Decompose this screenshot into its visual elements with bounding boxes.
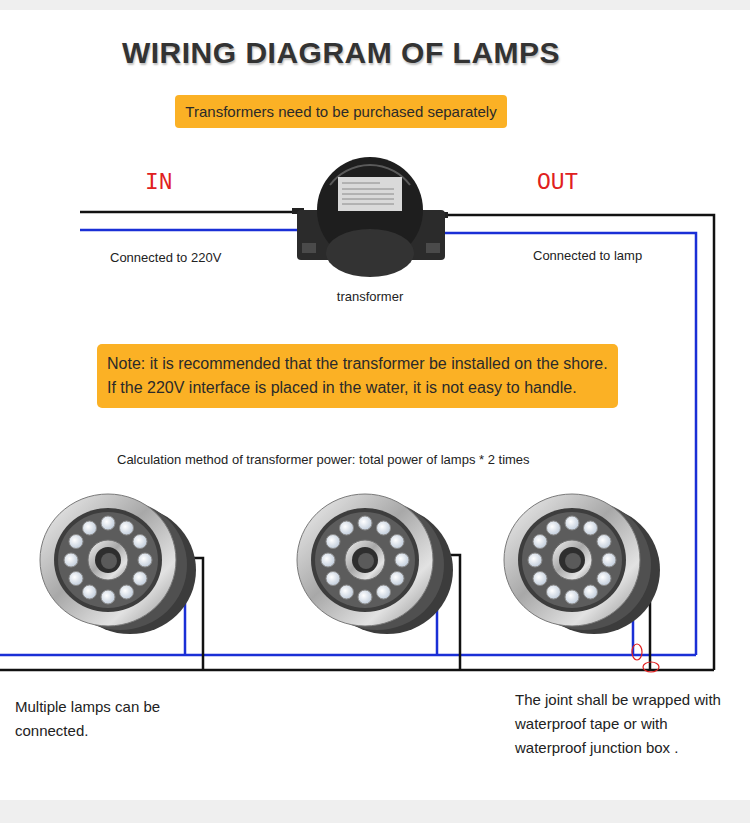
lamp-illustration [504, 494, 660, 634]
note-box: Note: it is recommended that the transfo… [97, 344, 618, 408]
housing-cylinder [326, 229, 414, 277]
plate-marking [342, 194, 394, 195]
panel-ground [0, 10, 750, 800]
note-text: Note: it is recommended that the transfo… [107, 352, 608, 400]
banner-text: Transformers need to be purchased separa… [185, 102, 496, 121]
wire-note: Connected to lamp [533, 248, 642, 263]
rating-plate [338, 177, 402, 211]
diagram-title: WIRING DIAGRAM OF LAMPS [0, 36, 682, 70]
input-label: IN [145, 170, 173, 196]
output-label: OUT [537, 170, 578, 196]
output-wire-black [445, 215, 714, 670]
input-wire-blue [80, 229, 300, 232]
transformer-device: transformer [290, 155, 450, 310]
bus-wire-blue [0, 654, 696, 657]
lamp-illustration [297, 494, 453, 634]
notice-banner: Transformers need to be purchased separa… [175, 95, 506, 128]
wires [0, 212, 714, 670]
mounting-slot [302, 243, 316, 253]
joint-note: The joint shall be wrapped with waterpro… [515, 688, 725, 760]
joint-marker [632, 644, 642, 660]
mounting-slot [426, 243, 440, 253]
transformer-illustration [290, 155, 450, 280]
output-wire-blue [445, 233, 696, 655]
wire-note: Connected to 220V [110, 250, 221, 265]
plate-marking [342, 204, 394, 205]
joint-marker [643, 662, 659, 672]
formula-note: Calculation method of transformer power:… [117, 452, 530, 467]
lamp-note: Multiple lamps can be connected. [15, 695, 205, 743]
plate-marking [342, 199, 394, 200]
input-wire-black [80, 211, 300, 214]
lamp-illustration [40, 494, 196, 634]
bus-wire-black [0, 669, 714, 672]
device-label: transformer [290, 289, 450, 304]
plate-marking [342, 183, 380, 184]
plate-marking [342, 189, 394, 190]
